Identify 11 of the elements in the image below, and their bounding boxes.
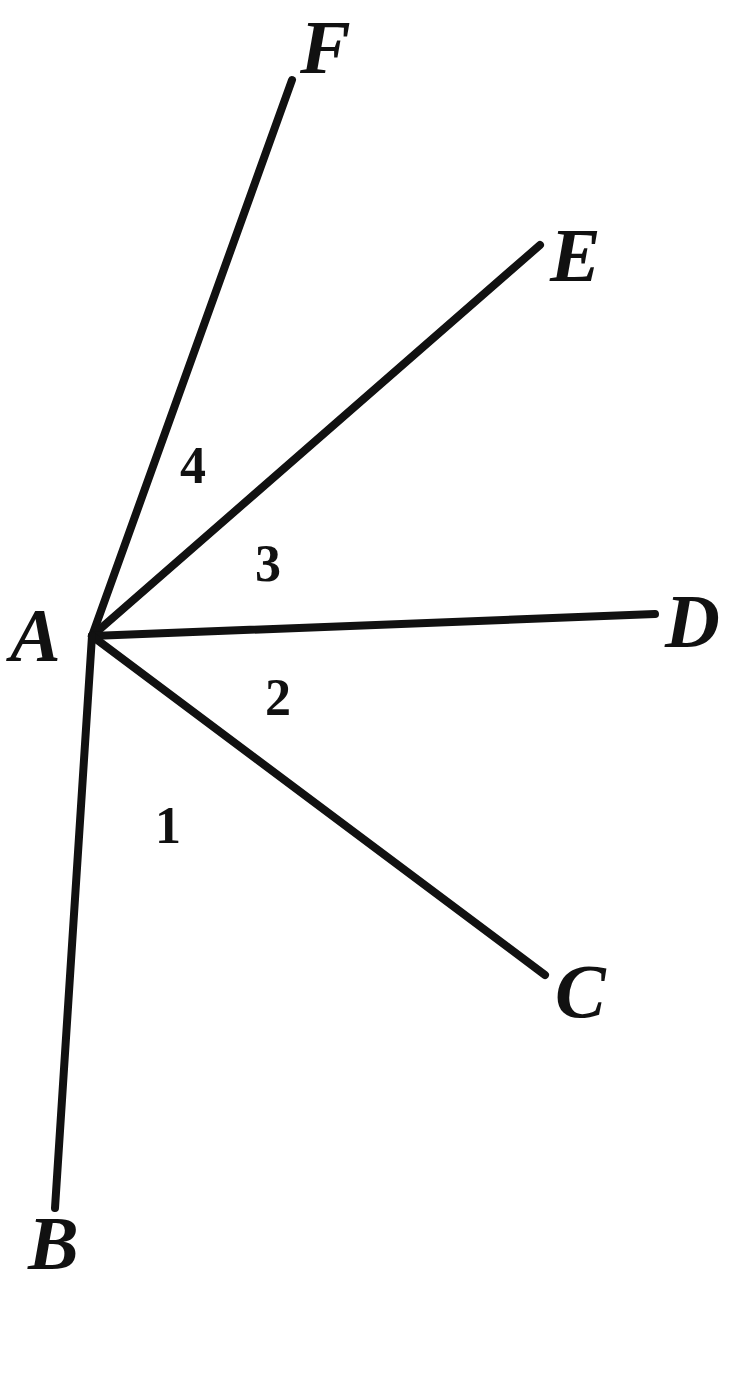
point-label: B [18,1200,89,1288]
point-label: C [545,948,616,1036]
line-segment [51,632,96,1212]
point-label: D [655,578,730,666]
angle-number: 1 [155,800,181,852]
point-label: E [540,212,611,300]
angle-number: 2 [265,672,291,724]
angle-number: 4 [180,440,206,492]
angle-number: 3 [255,538,281,590]
point-label: F [290,4,361,92]
point-label: A [0,592,71,680]
